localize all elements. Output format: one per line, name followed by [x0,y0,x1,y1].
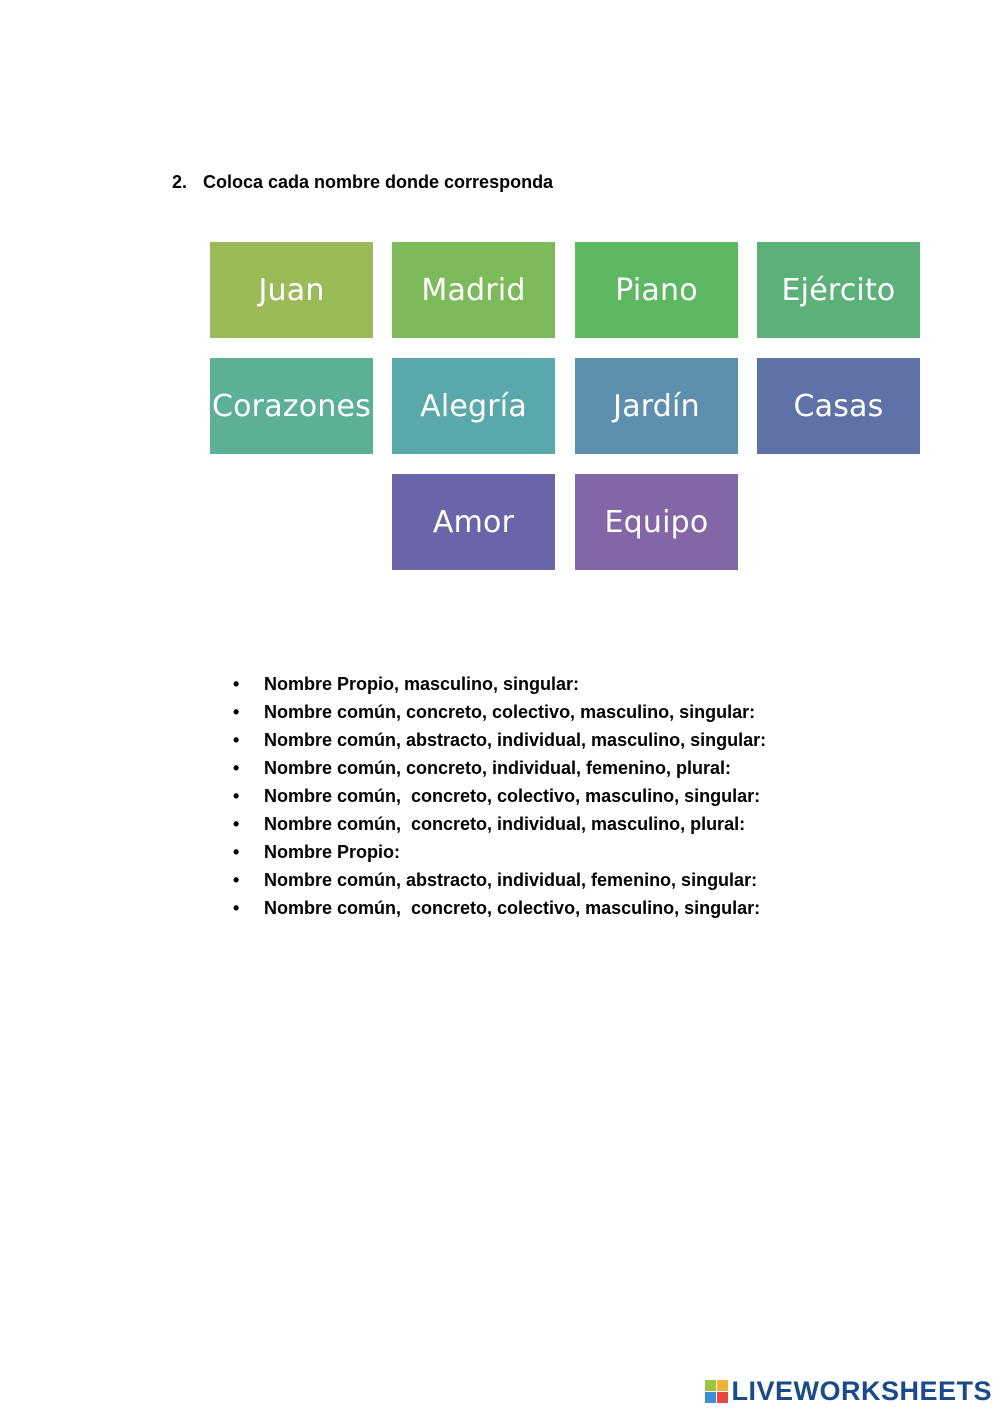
tile-label: Corazones [211,388,372,424]
bullet-icon: • [233,814,240,834]
list-item-text: Nombre común, concreto, colectivo, mascu… [264,702,756,722]
list-item: • Nombre común, concreto, colectivo, masc… [228,784,766,812]
list-item-text: Nombre Propio, masculino, singular: [264,674,580,694]
tile-juan[interactable]: Juan [210,242,373,338]
tile-label: Equipo [604,504,709,540]
tile-ejercito[interactable]: Ejército [757,242,920,338]
list-item-text: Nombre común, abstracto, individual, fem… [264,870,758,890]
tile-madrid[interactable]: Madrid [392,242,555,338]
word-tiles: Juan Madrid Piano Ejército Corazones Ale… [0,0,1000,600]
bullet-icon: • [233,730,240,750]
classification-list: • Nombre Propio, masculino, singular: • No… [228,672,766,924]
question-heading: 2. Coloca cada nombre donde corresponda [172,172,553,193]
list-item-text: Nombre común, concreto, individual, feme… [264,758,732,778]
bullet-icon: • [233,702,240,722]
bullet-icon: • [233,898,240,918]
bullet-icon: • [233,842,240,862]
bullet-icon: • [233,870,240,890]
list-item: • Nombre común, concreto, individual, fem… [228,756,766,784]
tile-label: Madrid [421,272,526,308]
list-item: • Nombre Propio, masculino, singular: [228,672,766,700]
list-item: • Nombre común, concreto, colectivo, masc… [228,896,766,924]
tile-equipo[interactable]: Equipo [575,474,738,570]
tile-casas[interactable]: Casas [757,358,920,454]
tile-label: Ejército [781,272,896,308]
logo-text: LIVEWORKSHEETS [731,1376,992,1406]
tile-label: Casas [793,388,884,424]
bullet-icon: • [233,758,240,778]
bullet-icon: • [233,786,240,806]
tile-amor[interactable]: Amor [392,474,555,570]
list-item: • Nombre común, abstracto, individual, ma… [228,728,766,756]
list-item-text: Nombre común, concreto, colectivo, mascu… [264,786,761,806]
tile-piano[interactable]: Piano [575,242,738,338]
list-item-text: Nombre común, concreto, colectivo, mascu… [264,898,761,918]
tile-jardin[interactable]: Jardín [575,358,738,454]
list-item: • Nombre Propio: [228,840,766,868]
list-item-text: Nombre común, abstracto, individual, mas… [264,730,767,750]
list-item: • Nombre común, concreto, colectivo, masc… [228,700,766,728]
list-item: • Nombre común, concreto, individual, mas… [228,812,766,840]
list-item-text: Nombre Propio: [264,842,401,862]
tile-label: Jardín [613,388,700,424]
tile-label: Piano [615,272,698,308]
bullet-icon: • [233,674,240,694]
list-item-text: Nombre común, concreto, individual, masc… [264,814,746,834]
question-text: Coloca cada nombre donde corresponda [203,172,554,192]
tile-label: Juan [258,272,325,308]
list-item: • Nombre común, abstracto, individual, fe… [228,868,766,896]
tile-alegria[interactable]: Alegría [392,358,555,454]
tile-label: Amor [432,504,515,540]
liveworksheets-logo: LIVEWORKSHEETS [705,1376,992,1407]
liveworksheets-logo-icon [705,1379,729,1404]
question-number: 2. [172,172,188,192]
tile-label: Alegría [420,388,527,424]
tile-corazones[interactable]: Corazones [210,358,373,454]
